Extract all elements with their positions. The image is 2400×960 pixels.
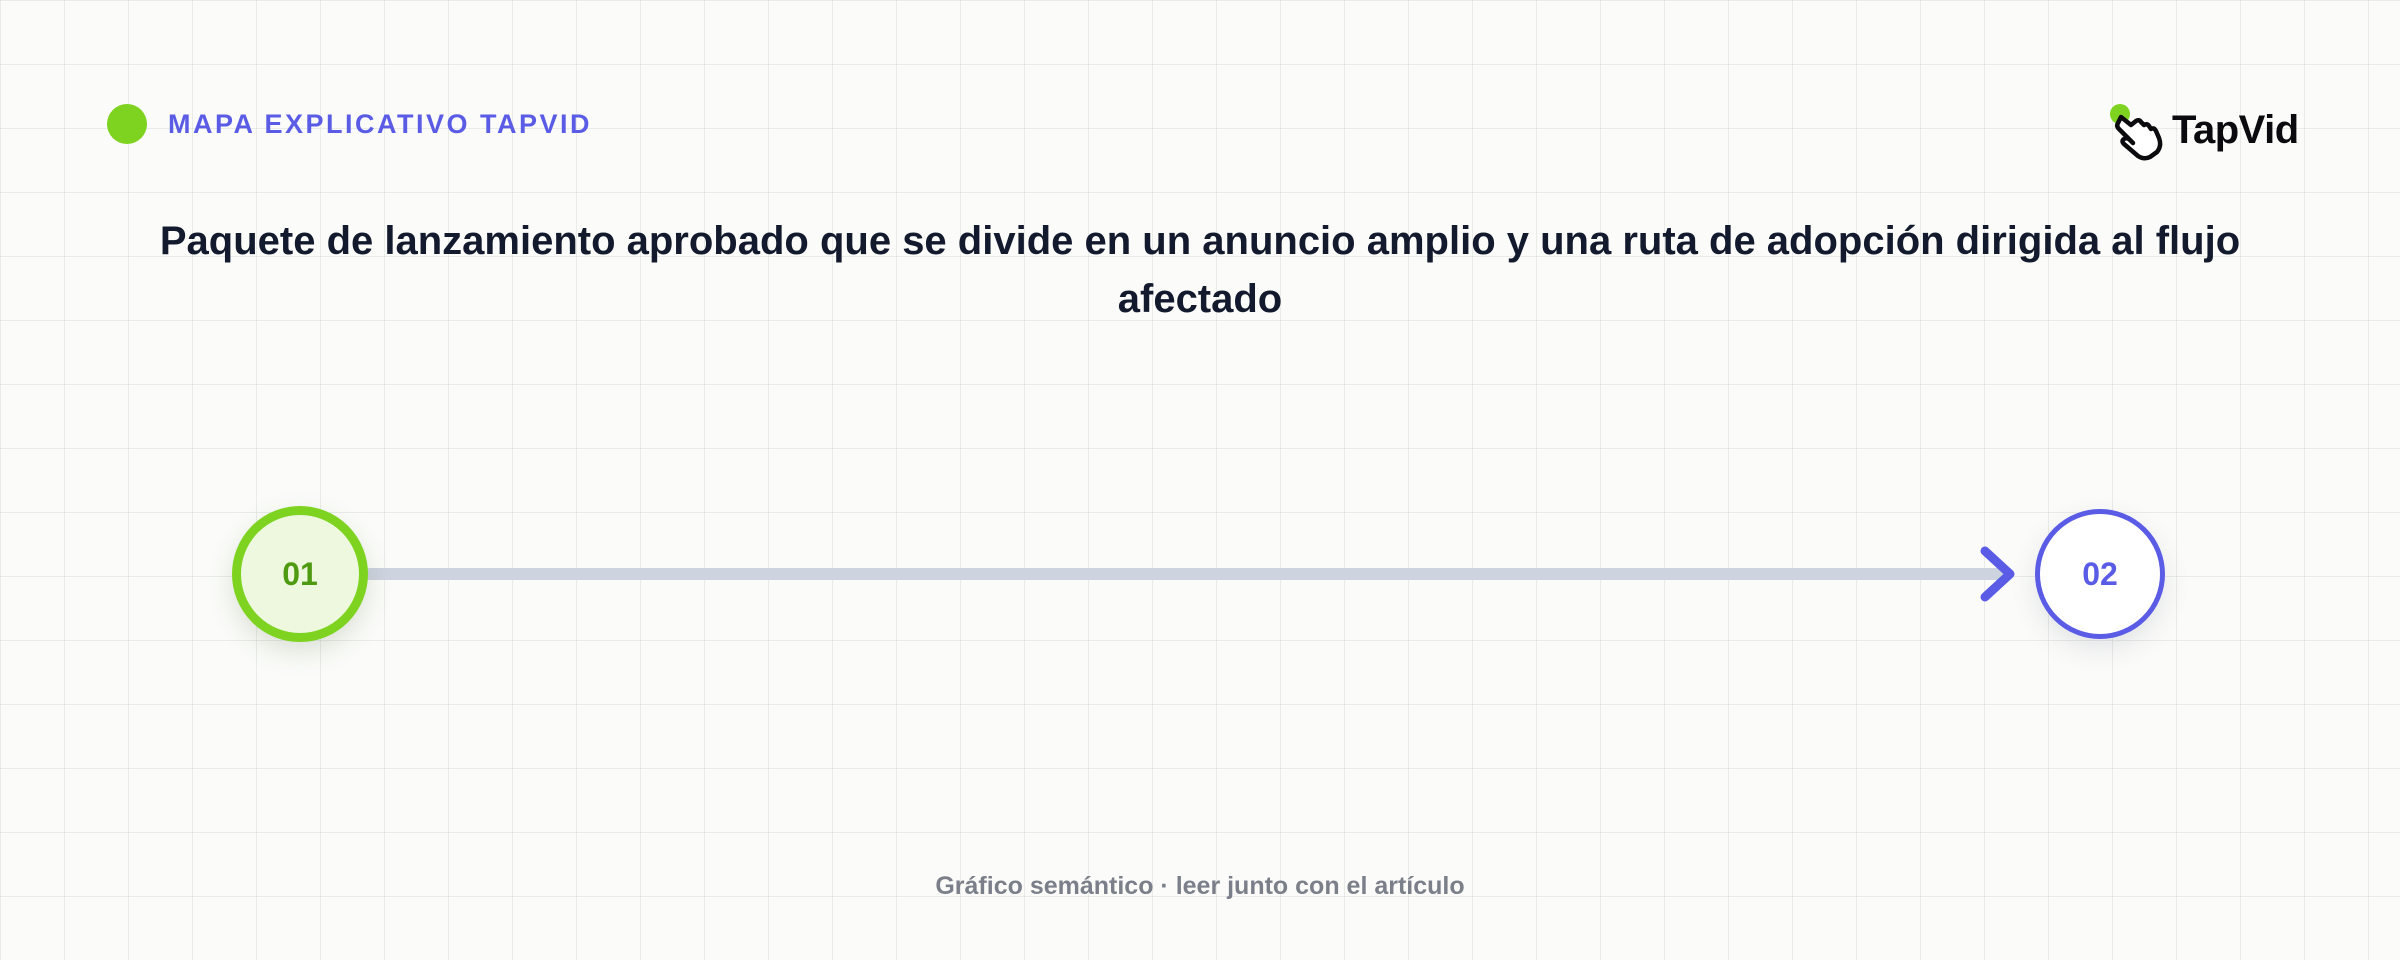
brand-name: TapVid — [2172, 108, 2299, 152]
step-node-02: 02 — [2035, 509, 2165, 639]
footer-note: Gráfico semántico · leer junto con el ar… — [935, 872, 1465, 900]
brand-logo: TapVid — [2104, 98, 2299, 162]
header-dot — [107, 104, 147, 144]
connector-arrowhead — [1980, 546, 2015, 602]
eyebrow-label: MAPA EXPLICATIVO TAPVID — [168, 109, 593, 139]
step-node-01: 01 — [232, 506, 368, 642]
hand-pointer-icon — [2110, 104, 2163, 161]
diagram-title: Paquete de lanzamiento aprobado que se d… — [159, 219, 2241, 321]
